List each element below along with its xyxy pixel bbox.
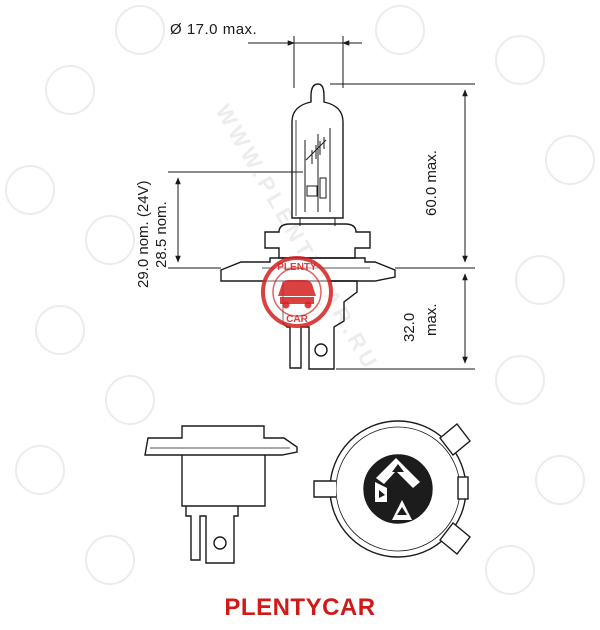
flange-tab-bottom	[439, 521, 471, 556]
lamp-side-view	[220, 83, 396, 370]
socket-body	[282, 280, 358, 370]
focal-nominal-24v-label: 29.0 nom. (24V)	[135, 180, 152, 288]
watermark-diagonal-text: WWW.PLENTYCAR.RU	[211, 100, 384, 375]
flange-tab-top	[439, 422, 471, 457]
flange-tab-left	[313, 480, 336, 498]
glass-bulb-outline	[291, 83, 344, 219]
lamp-side-outline-view	[144, 425, 298, 564]
diameter-label: Ø 17.0 max.	[170, 21, 257, 38]
base-height-value: 32.0	[401, 313, 418, 342]
seal-top-text: PLENTY	[277, 262, 317, 273]
focal-nominal-label: 28.5 nom.	[153, 201, 170, 268]
brand-footer: PLENTYCAR	[0, 594, 600, 622]
flange-notch-right	[457, 476, 469, 500]
connector-circle	[363, 454, 433, 524]
filament-assembly	[299, 128, 336, 226]
background-watermark-pattern	[5, 5, 595, 595]
total-height-label: 60.0 max.	[423, 150, 440, 216]
dimension-lines	[168, 36, 475, 370]
seal-bottom-text: CAR	[286, 314, 308, 325]
plentycar-seal-watermark: PLENTY CAR	[261, 256, 333, 328]
lamp-base-end-view	[313, 420, 471, 558]
base-height-suffix: max.	[423, 303, 440, 336]
brand-label: PLENTYCAR	[224, 594, 376, 621]
